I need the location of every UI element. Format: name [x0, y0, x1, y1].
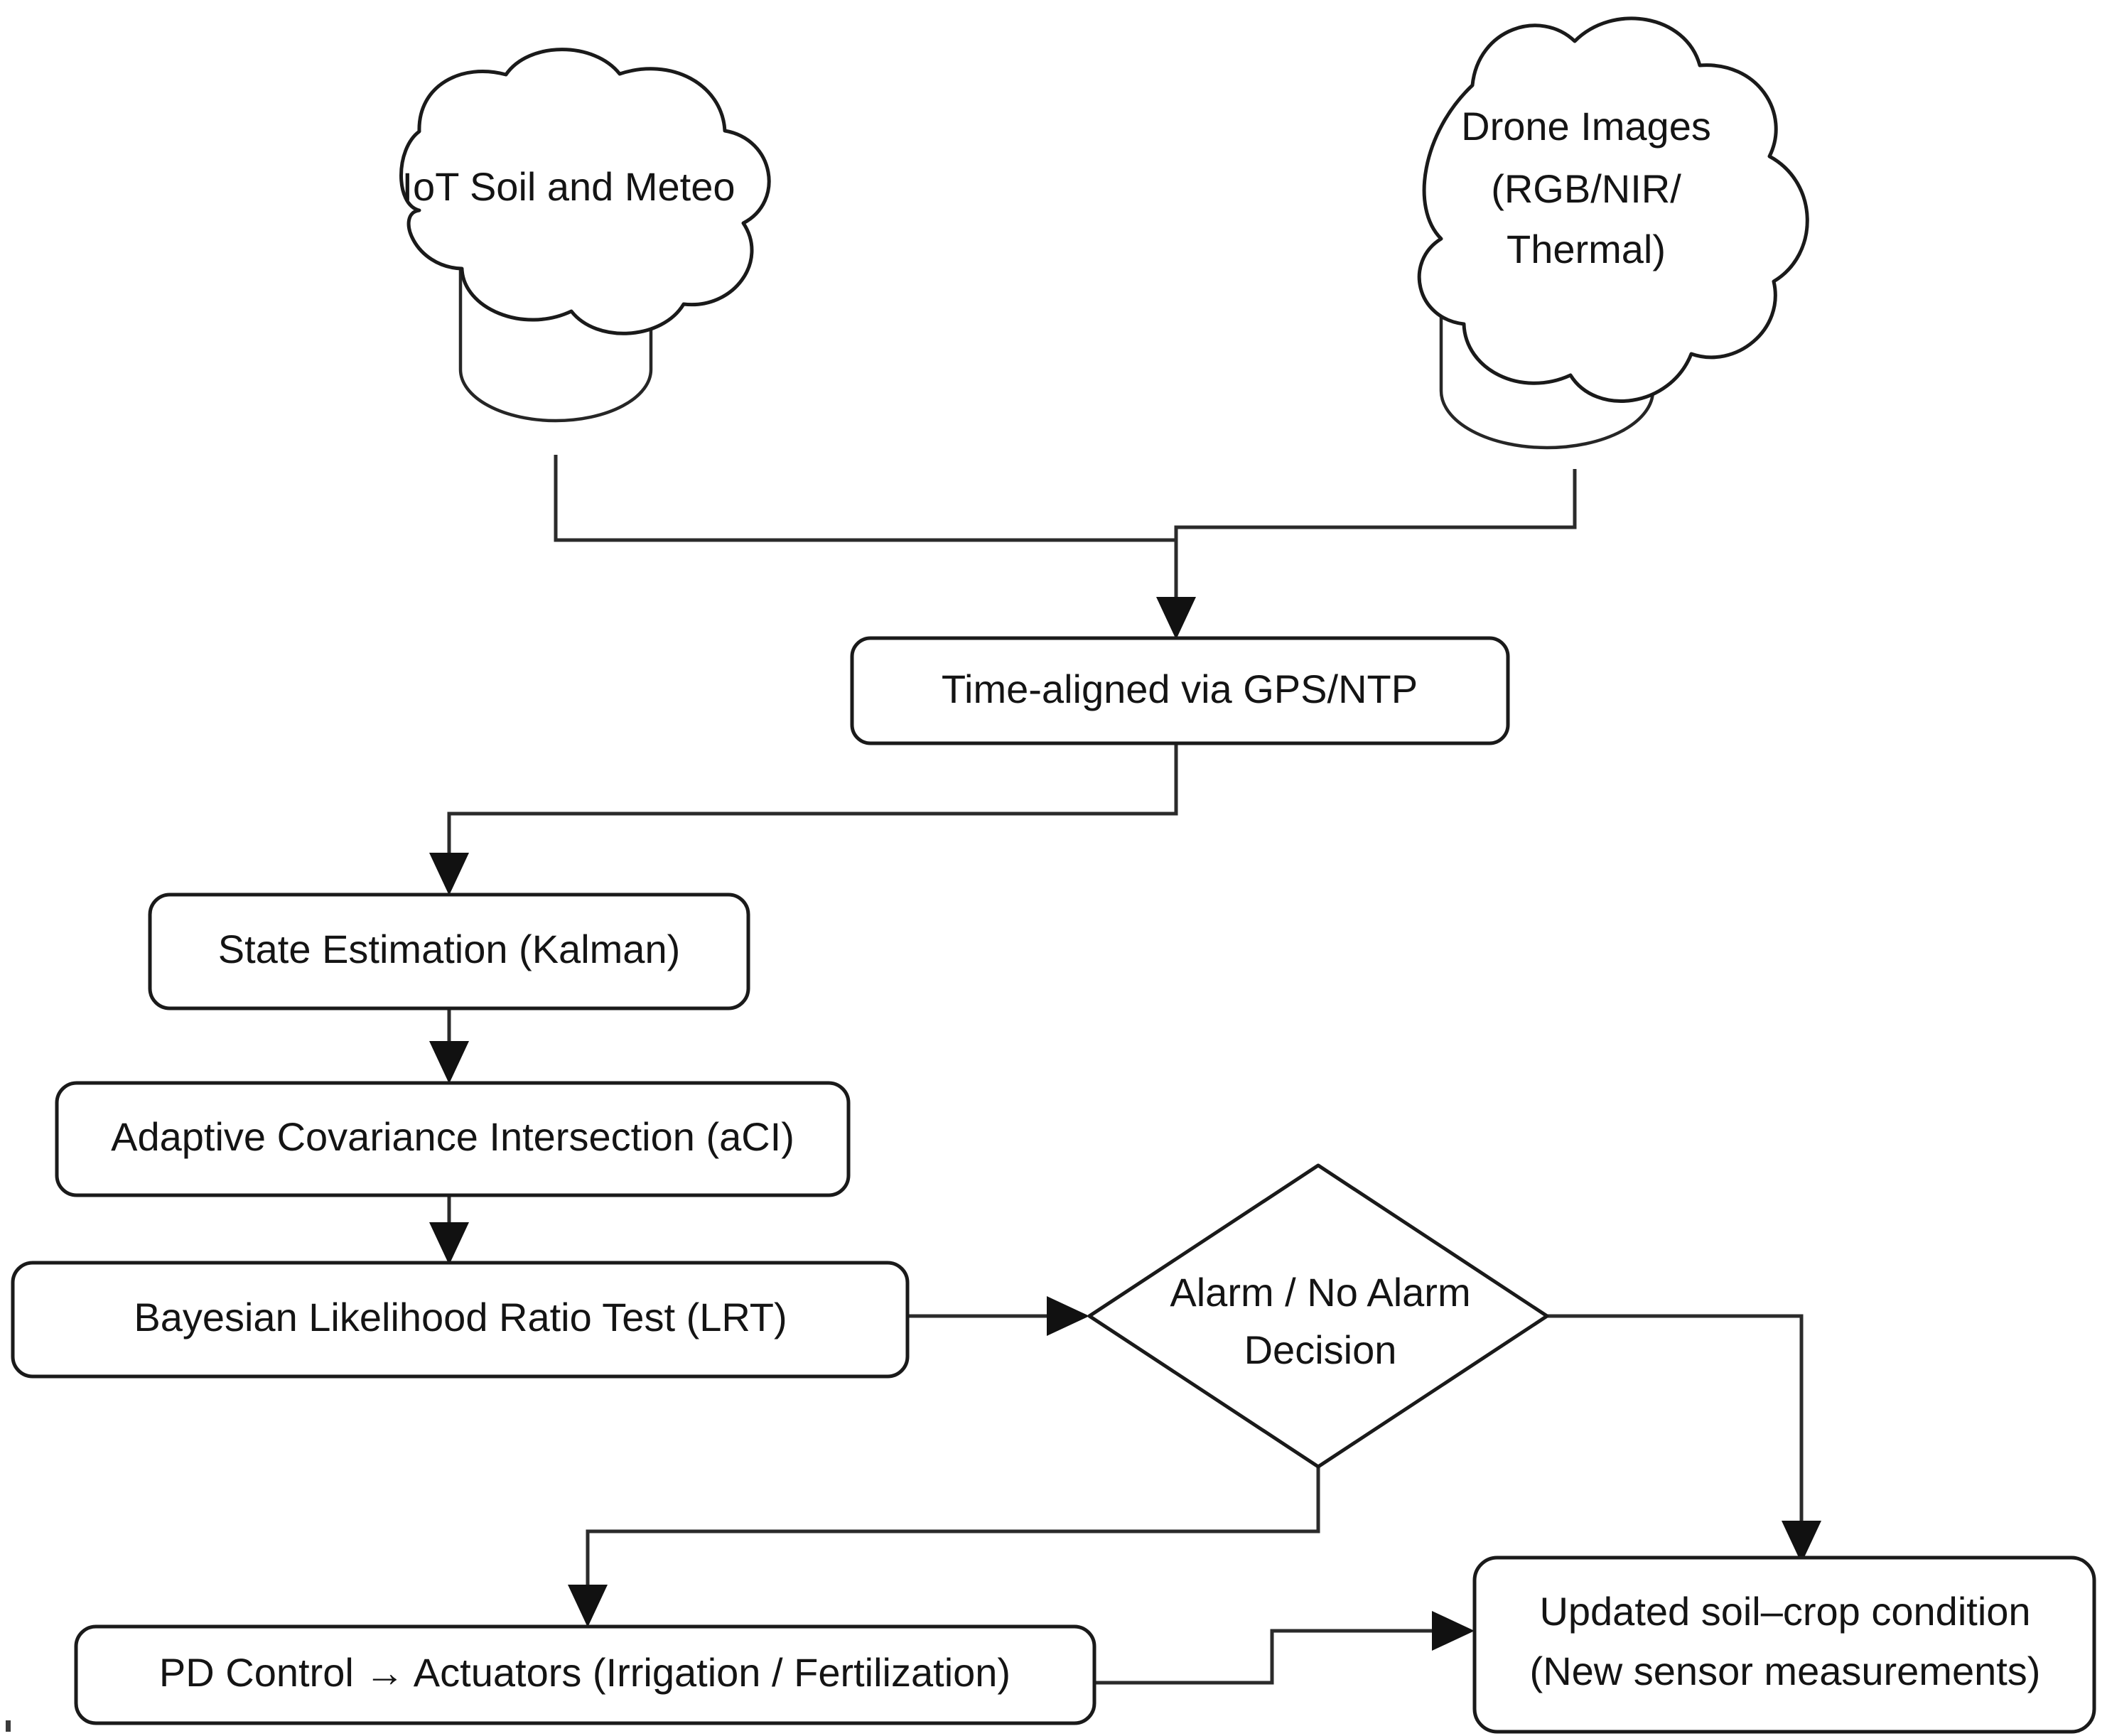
arrowhead-updated-top: [1782, 1521, 1821, 1563]
edge-pdcontrol-to-updated: [1094, 1629, 1460, 1685]
iot-cloud-label: IoT Soil and Meteo: [402, 164, 735, 209]
edge-iot-to-timealigned: [554, 455, 1178, 625]
updated-condition-box: [1472, 1556, 2096, 1734]
adaptive-ci-box: [55, 1081, 851, 1197]
state-estimation-label: State Estimation (Kalman): [218, 927, 680, 971]
corner-artifact-mark: [6, 1720, 11, 1732]
decision-label-line1: Alarm / No Alarm: [1170, 1270, 1470, 1315]
time-aligned-box: [850, 636, 1510, 745]
node-decision[interactable]: Alarm / No Alarm Decision: [1087, 1163, 1549, 1469]
connector-layer: [429, 455, 1821, 1685]
decision-diamond: [1087, 1163, 1549, 1469]
pd-control-box: [74, 1624, 1096, 1725]
updated-condition-label-line1: Updated soil–crop condition: [1539, 1589, 2030, 1634]
time-aligned-label: Time-aligned via GPS/NTP: [942, 667, 1418, 711]
drone-cloud-label-line2: (RGB/NIR/: [1491, 166, 1681, 211]
arrowhead-state: [429, 853, 469, 895]
pd-control-label: PD Control → Actuators (Irrigation / Fer…: [159, 1650, 1011, 1695]
node-pd-control[interactable]: PD Control → Actuators (Irrigation / Fer…: [74, 1624, 1096, 1725]
decision-label-line2: Decision: [1244, 1327, 1397, 1372]
node-updated-condition[interactable]: Updated soil–crop condition (New sensor …: [1472, 1556, 2096, 1734]
edge-decision-to-pdcontrol: [586, 1467, 1320, 1613]
arrowhead-updated-left: [1432, 1611, 1475, 1651]
iot-cloud-shape: [399, 48, 771, 335]
arrowhead-lrt: [429, 1222, 469, 1265]
lrt-box: [11, 1261, 910, 1379]
edge-timealigned-to-state: [447, 743, 1178, 881]
lrt-label: Bayesian Likelihood Ratio Test (LRT): [134, 1295, 787, 1339]
edge-decision-to-updated: [1547, 1314, 1804, 1549]
updated-condition-label-line2: (New sensor measurements): [1530, 1649, 2041, 1693]
arrowhead-timealigned: [1156, 597, 1196, 640]
edge-drone-to-timealigned: [1174, 469, 1577, 540]
node-adaptive-ci[interactable]: Adaptive Covariance Intersection (aCI): [55, 1081, 851, 1197]
drone-cloud-label-line1: Drone Images: [1461, 104, 1711, 149]
node-state-estimation[interactable]: State Estimation (Kalman): [148, 893, 750, 1010]
node-iot-cloud[interactable]: IoT Soil and Meteo: [399, 48, 771, 423]
node-lrt[interactable]: Bayesian Likelihood Ratio Test (LRT): [11, 1261, 910, 1379]
drone-cloud-shape: [1417, 16, 1809, 403]
state-estimation-box: [148, 893, 750, 1010]
adaptive-ci-label: Adaptive Covariance Intersection (aCI): [111, 1114, 794, 1159]
arrowhead-decision: [1047, 1296, 1089, 1336]
arrowhead-aci: [429, 1041, 469, 1084]
drone-cloud-label-line3: Thermal): [1507, 227, 1666, 271]
arrowhead-pdcontrol: [568, 1585, 608, 1627]
node-time-aligned[interactable]: Time-aligned via GPS/NTP: [850, 636, 1510, 745]
node-drone-cloud[interactable]: Drone Images (RGB/NIR/ Thermal): [1417, 16, 1809, 450]
